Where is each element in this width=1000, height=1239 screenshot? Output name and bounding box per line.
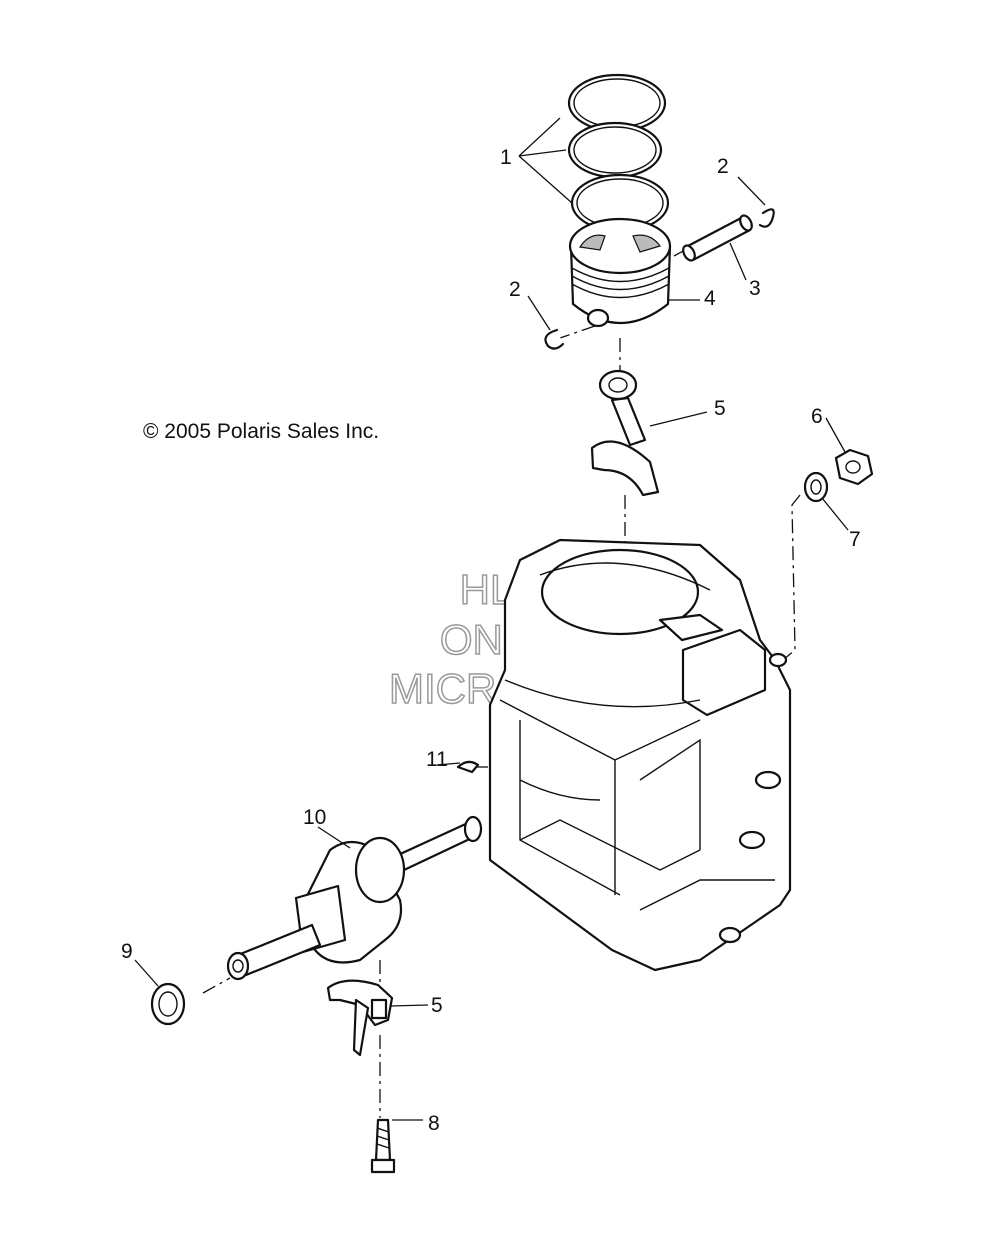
copyright-text: © 2005 Polaris Sales Inc. xyxy=(143,420,379,443)
connecting-rod-cap xyxy=(326,979,394,1057)
callout-6: 6 xyxy=(811,405,823,428)
callout-1: 1 xyxy=(500,146,512,169)
callout-3: 3 xyxy=(749,277,761,300)
bolt xyxy=(370,1118,396,1174)
piston-rings xyxy=(567,73,670,233)
callout-labels: 1 2 2 3 4 5 6 7 8 9 10 11 5 xyxy=(121,146,861,1135)
callout-5-lower: 5 xyxy=(431,994,443,1017)
oil-seal xyxy=(150,982,186,1026)
crankcase-block xyxy=(488,538,792,972)
callout-4: 4 xyxy=(704,287,716,310)
callout-10: 10 xyxy=(303,806,326,829)
callout-9: 9 xyxy=(121,940,133,963)
callout-7: 7 xyxy=(849,528,861,551)
callout-2-upper: 2 xyxy=(717,155,729,178)
washer xyxy=(803,471,829,503)
callout-11: 11 xyxy=(426,748,448,771)
circlip-upper xyxy=(758,208,775,228)
woodruff-key xyxy=(456,760,480,774)
piston-pin xyxy=(682,214,753,262)
callout-8: 8 xyxy=(428,1112,440,1135)
callout-2-left: 2 xyxy=(509,278,521,301)
nut xyxy=(834,448,874,486)
crankshaft xyxy=(226,815,483,981)
circlip-left xyxy=(544,328,565,350)
callout-5-upper: 5 xyxy=(714,397,726,420)
connecting-rod xyxy=(590,369,660,497)
piston xyxy=(568,217,672,328)
leader-lines xyxy=(134,117,849,1121)
